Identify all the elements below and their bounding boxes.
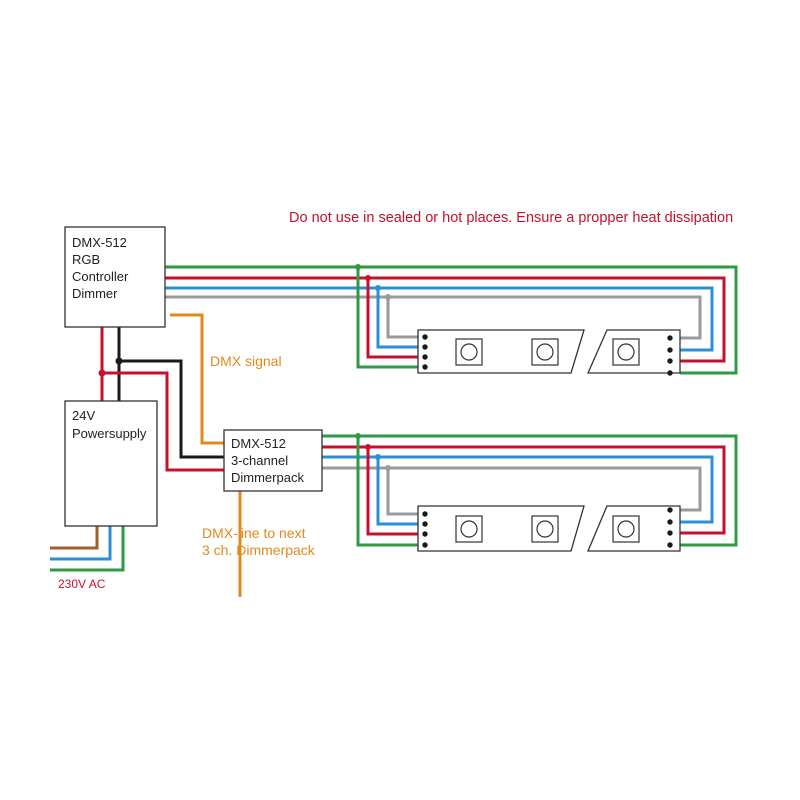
lower-blue-wire xyxy=(322,455,714,524)
terminal-dot xyxy=(667,507,673,513)
terminal-dot xyxy=(422,334,428,340)
terminal-dot xyxy=(422,511,428,517)
ac-brown-wire xyxy=(50,526,99,550)
upper-green-drop xyxy=(356,267,418,369)
dmx-controller: DMX-512 RGB Controller Dimmer xyxy=(64,226,166,328)
powersupply: 24V Powersupply xyxy=(64,400,158,527)
junction-dot xyxy=(385,294,391,300)
powersupply-line-1: 24V xyxy=(72,408,95,423)
led-bar-left-segment xyxy=(417,329,585,374)
led-bar-left-segment xyxy=(417,505,585,552)
upper-blue-drop xyxy=(376,288,418,349)
junction-dot xyxy=(365,275,371,281)
black-to-dimmerpack xyxy=(119,359,224,459)
terminal-dot xyxy=(667,370,673,376)
lower-red-drop xyxy=(366,447,418,536)
terminal-dot xyxy=(422,531,428,537)
led-icon xyxy=(460,520,478,538)
terminal-dot xyxy=(422,542,428,548)
controller-line-2: RGB xyxy=(72,252,100,267)
dimmerpack: DMX-512 3-channel Dimmerpack xyxy=(223,429,323,492)
ac-green-wire xyxy=(50,526,125,572)
terminal-dot xyxy=(422,354,428,360)
lower-green-wire xyxy=(322,434,738,547)
led-icon xyxy=(460,343,478,361)
terminal-dot xyxy=(422,344,428,350)
power-wiring xyxy=(98,327,224,472)
dmx-signal-label: DMX signal xyxy=(210,353,282,369)
lower-grey-drop xyxy=(386,468,418,516)
led-icon xyxy=(617,343,635,361)
led-icon xyxy=(536,343,554,361)
lower-grey-wire xyxy=(322,466,702,512)
dmx-line-label-2: 3 ch. Dimmerpack xyxy=(202,542,316,558)
warning-text: Do not use in sealed or hot places. Ensu… xyxy=(289,210,733,226)
terminal-dot xyxy=(667,358,673,364)
junction-dot xyxy=(375,285,381,291)
upper-red-drop xyxy=(366,278,418,359)
junction-dot xyxy=(355,264,361,270)
controller-line-3: Controller xyxy=(72,269,129,284)
upper-bar-wiring xyxy=(165,264,738,375)
junction-dot xyxy=(355,433,361,439)
dmx-wiring xyxy=(170,313,242,597)
upper-green-wire xyxy=(165,265,738,375)
junction-dot xyxy=(365,444,371,450)
upper-grey-drop xyxy=(386,297,418,339)
ac-input-label: 230V AC xyxy=(58,577,106,591)
upper-blue-wire xyxy=(165,286,714,352)
lower-bar-wiring xyxy=(322,433,738,547)
led-icon xyxy=(536,520,554,538)
junction-dot xyxy=(115,357,123,365)
lower-red-wire xyxy=(322,445,726,535)
dmx-line-label-1: DMX-line to next xyxy=(202,525,306,541)
ac-blue-wire xyxy=(50,526,112,561)
dimmerpack-line-1: DMX-512 xyxy=(231,436,286,451)
dimmerpack-line-3: Dimmerpack xyxy=(231,470,304,485)
terminal-dot xyxy=(667,542,673,548)
terminal-dot xyxy=(667,335,673,341)
terminal-dot xyxy=(422,364,428,370)
junction-dot xyxy=(98,369,106,377)
lower-blue-drop xyxy=(376,457,418,526)
upper-led-bar xyxy=(417,329,681,376)
lower-led-bar xyxy=(417,505,681,552)
dimmerpack-line-2: 3-channel xyxy=(231,453,288,468)
dmx-signal-wire xyxy=(170,313,224,445)
terminal-dot xyxy=(667,519,673,525)
powersupply-line-2: Powersupply xyxy=(72,426,147,441)
upper-red-wire xyxy=(165,276,726,363)
terminal-dot xyxy=(422,521,428,527)
controller-line-4: Dimmer xyxy=(72,286,118,301)
controller-line-1: DMX-512 xyxy=(72,235,127,250)
ac-input-wiring xyxy=(50,526,125,572)
led-icon xyxy=(617,520,635,538)
red-to-dimmerpack xyxy=(102,371,224,472)
lower-green-drop xyxy=(356,436,418,547)
terminal-dot xyxy=(667,347,673,353)
junction-dot xyxy=(385,465,391,471)
terminal-dot xyxy=(667,530,673,536)
upper-grey-wire xyxy=(165,295,702,340)
junction-dot xyxy=(375,454,381,460)
